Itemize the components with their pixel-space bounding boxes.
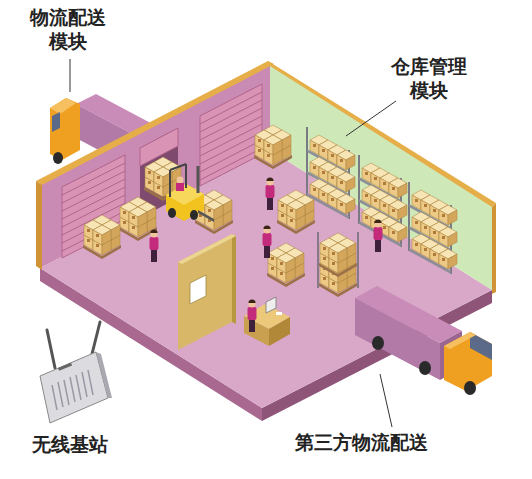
delivery-truck bbox=[355, 286, 492, 395]
worker-figure bbox=[248, 299, 257, 332]
roller-door bbox=[200, 84, 262, 186]
worker-figure bbox=[266, 177, 275, 210]
leader-line bbox=[70, 59, 396, 427]
pallet-stack bbox=[267, 243, 305, 287]
callout-label: 仓库管理 模块 bbox=[381, 55, 477, 103]
worker-figure bbox=[263, 225, 272, 258]
left-wall bbox=[36, 61, 274, 270]
pallet-stack bbox=[83, 215, 121, 259]
shelf-rack bbox=[409, 182, 457, 274]
callout-label: 无线基站 bbox=[20, 433, 120, 457]
worker-figure bbox=[374, 219, 383, 252]
right-wall bbox=[268, 61, 496, 294]
shelf-rack bbox=[359, 155, 407, 247]
pallet-stack bbox=[254, 125, 292, 169]
callout-label: 第三方物流配送 bbox=[276, 431, 446, 455]
forklift bbox=[166, 164, 214, 222]
callout-label: 物流配送 模块 bbox=[20, 6, 116, 54]
pallet-stack bbox=[277, 190, 315, 234]
office-partition bbox=[178, 234, 236, 350]
roller-door bbox=[62, 155, 125, 258]
cargo-cart bbox=[318, 232, 358, 297]
worker-figure bbox=[150, 229, 159, 262]
office-desk bbox=[244, 297, 290, 346]
wireless-base-station bbox=[40, 322, 112, 423]
